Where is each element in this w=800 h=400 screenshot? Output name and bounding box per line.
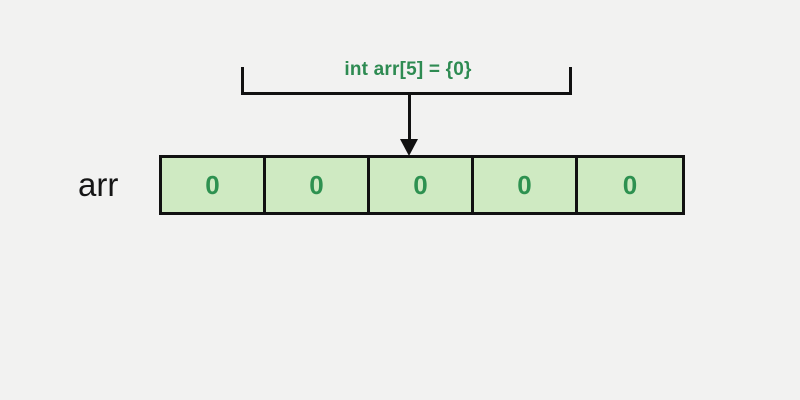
bracket-horizontal-bar <box>241 92 572 95</box>
bracket-right-stem <box>569 67 572 94</box>
array-cell: 0 <box>474 158 578 212</box>
array-cell: 0 <box>578 158 682 212</box>
arrow-line <box>408 94 411 140</box>
bracket-left-stem <box>241 67 244 94</box>
array-cell: 0 <box>162 158 266 212</box>
declaration-label: int arr[5] = {0} <box>344 59 472 80</box>
arrow-head-icon <box>400 139 418 156</box>
array-name-label: arr <box>78 166 119 203</box>
array-cell: 0 <box>370 158 474 212</box>
array-cell: 0 <box>266 158 370 212</box>
array-container: 0 0 0 0 0 <box>159 155 685 215</box>
